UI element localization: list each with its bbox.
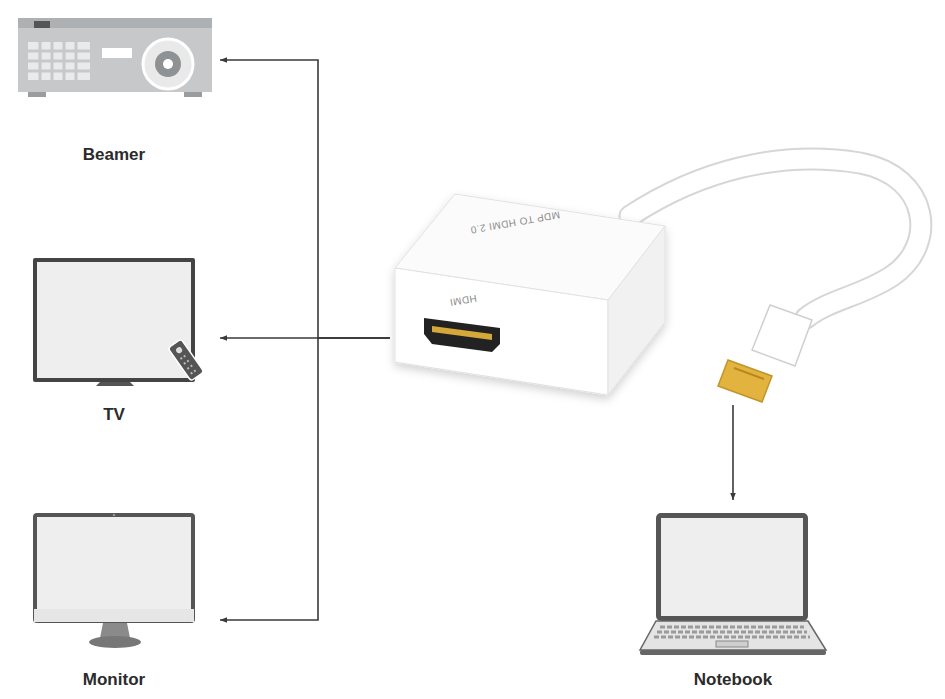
device-label: Beamer [44, 145, 184, 165]
adapter-node: MDP TO HDMI 2.0HDMI [390, 150, 935, 405]
projector-vent [28, 42, 90, 80]
hdmi-contacts [432, 326, 492, 340]
plug-housing [752, 305, 812, 366]
notebook-icon [640, 513, 826, 655]
tv-stand [96, 382, 134, 386]
projector-foot [184, 92, 202, 97]
device-label: Notebook [663, 670, 803, 690]
signal-arrow [220, 60, 390, 338]
projector-body [18, 28, 212, 92]
monitor-camera [113, 514, 115, 516]
tv-icon [33, 258, 204, 386]
projector-panel [102, 48, 132, 58]
signal-arrow [220, 338, 390, 620]
remote-keys [180, 354, 197, 373]
adapter-top-face [395, 194, 665, 300]
adapter-illustration [395, 159, 921, 402]
notebook-base [640, 621, 826, 650]
device-label: Monitor [44, 670, 184, 690]
tv-screen [37, 262, 191, 378]
cable-outline [630, 159, 921, 318]
device-label: TV [44, 405, 184, 425]
port-label: HDMI [448, 292, 477, 309]
notebook-touchpad [716, 641, 748, 647]
monitor-icon [33, 513, 195, 648]
remote-control [168, 339, 204, 381]
notebook-node: Notebook [635, 500, 830, 695]
notebook-lid [656, 513, 808, 621]
monitor-base [89, 636, 141, 648]
signal-arrow [220, 337, 390, 339]
tv-node: TV [30, 255, 220, 430]
monitor-screen [37, 517, 191, 609]
projector-vent-grid [28, 42, 90, 80]
tv-frame [33, 258, 195, 382]
hdmi-port [424, 318, 500, 352]
monitor-frame [33, 513, 195, 623]
adapter-front-face [395, 268, 608, 395]
projector-top [18, 18, 212, 30]
projector-foot [28, 92, 46, 97]
projector-slot [34, 21, 50, 28]
projector-node: Beamer [15, 15, 220, 175]
adapter-side-face [608, 226, 665, 395]
monitor-chin [34, 609, 194, 622]
adapter-print: MDP TO HDMI 2.0 [469, 208, 561, 236]
projector-lens-ring [143, 39, 193, 89]
notebook-screen [661, 518, 803, 616]
mini-displayport-plug [718, 360, 772, 402]
cable [630, 159, 921, 318]
monitor-neck [100, 623, 130, 638]
remote-button [175, 346, 183, 354]
projector-lens [155, 51, 181, 77]
notebook-edge [640, 650, 826, 655]
projector-icon [18, 18, 212, 97]
projector-lens-glint [163, 59, 173, 69]
adapter-box [395, 194, 665, 395]
signal-arrow [732, 405, 734, 500]
plug-contact-line [734, 368, 764, 379]
monitor-node: Monitor [30, 510, 220, 695]
remote-body [168, 339, 204, 381]
notebook-keyboard [654, 627, 810, 637]
